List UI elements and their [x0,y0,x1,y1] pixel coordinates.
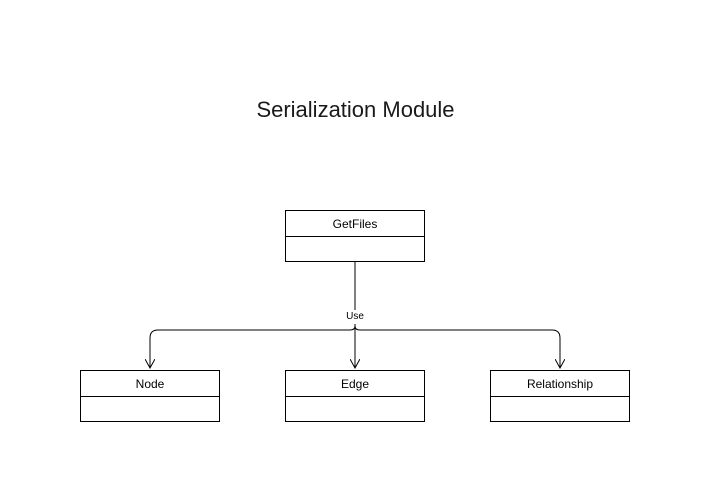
connector-to-relationship [354,325,560,368]
diagram-title: Serialization Module [256,97,455,122]
class-getfiles[interactable]: GetFiles [285,210,425,262]
use-label: Use [335,310,375,324]
connector-to-node [150,325,356,368]
class-relationship-name: Relationship [491,371,629,397]
class-getfiles-body [286,237,424,262]
class-getfiles-name: GetFiles [286,211,424,237]
class-relationship[interactable]: Relationship [490,370,630,422]
class-relationship-body [491,397,629,422]
class-node-name: Node [81,371,219,397]
class-edge-body [286,397,424,422]
class-node[interactable]: Node [80,370,220,422]
class-node-body [81,397,219,422]
class-edge[interactable]: Edge [285,370,425,422]
class-edge-name: Edge [286,371,424,397]
